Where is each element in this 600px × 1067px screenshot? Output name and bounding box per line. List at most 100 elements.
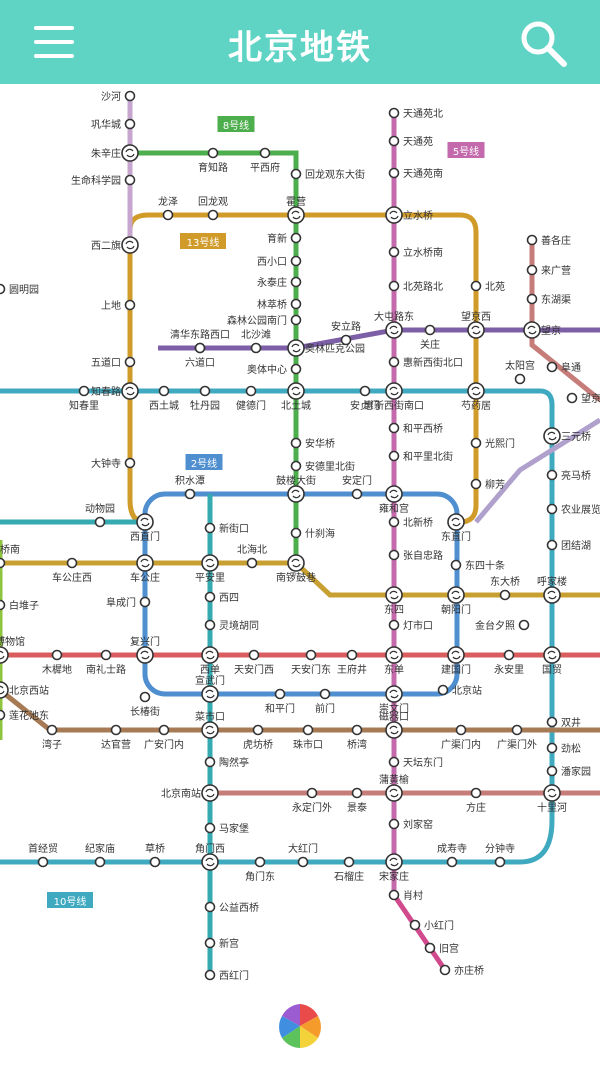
- station-yongdingmenwai[interactable]: 永定门外: [292, 787, 332, 815]
- station-xierqi[interactable]: 西二旗: [91, 236, 139, 254]
- station-shoujingmao[interactable]: 首经贸: [28, 842, 58, 868]
- station-xihongmen[interactable]: 西红门: [204, 969, 250, 982]
- station-yongtaizhuang[interactable]: 永泰庄: [257, 276, 302, 289]
- station-huoying[interactable]: 霍营: [286, 195, 306, 224]
- station-liujiayao[interactable]: 刘家窑: [388, 818, 434, 831]
- station-shilihe[interactable]: 十里河: [537, 784, 567, 814]
- station-jingtai[interactable]: 景泰: [347, 787, 367, 815]
- station-donghuqu[interactable]: 东湖渠: [526, 293, 572, 306]
- station-jishuitan[interactable]: 积水潭: [175, 475, 205, 500]
- station-junshibowuguan[interactable]: 军事博物馆: [0, 635, 25, 664]
- station-zhuxinzhuang[interactable]: 朱辛庄: [91, 144, 139, 162]
- station-mudanyuan[interactable]: 牡丹园: [190, 385, 220, 413]
- station-beiyuan[interactable]: 北苑: [470, 280, 506, 293]
- station-gongyixiqiao[interactable]: 公益西桥: [204, 901, 260, 914]
- station-yuxin[interactable]: 育新: [267, 232, 302, 245]
- station-tiantongyuan[interactable]: 天通苑: [388, 135, 434, 148]
- station-guloudajie[interactable]: 鼓楼大街: [276, 474, 316, 503]
- station-zhushikou[interactable]: 珠市口: [293, 724, 323, 752]
- station-beihaibei[interactable]: 北海北: [237, 543, 267, 569]
- station-jiugong[interactable]: 旧宫: [424, 942, 460, 955]
- station-dongdan[interactable]: 东单: [384, 646, 404, 676]
- station-xiaocun[interactable]: 肖村: [388, 889, 424, 902]
- station-tuanjiehu[interactable]: 团结湖: [546, 539, 592, 552]
- station-huilongguan[interactable]: 回龙观: [198, 195, 228, 221]
- station-liufang[interactable]: 柳芳: [470, 478, 506, 491]
- station-dongsi[interactable]: 东四: [384, 586, 404, 616]
- station-anlilu[interactable]: 安立路: [331, 320, 361, 346]
- station-baiduizi[interactable]: 白堆子: [0, 599, 39, 612]
- station-hepingxiqiao[interactable]: 和平西桥: [388, 422, 444, 435]
- station-guangximen[interactable]: 光熙门: [470, 437, 516, 450]
- station-shahe[interactable]: 沙河: [101, 90, 136, 103]
- station-daguanying[interactable]: 达官营: [101, 724, 131, 752]
- station-jinsong[interactable]: 劲松: [546, 742, 582, 755]
- station-futong[interactable]: 阜通: [546, 361, 582, 374]
- station-chaoyangmen[interactable]: 朝阳门: [441, 586, 471, 616]
- station-yizhuangqiao[interactable]: 亦庄桥: [439, 964, 485, 977]
- station-muxidi[interactable]: 木樨地: [42, 649, 72, 677]
- station-jiaomendong[interactable]: 角门东: [245, 856, 275, 884]
- station-zhichunli[interactable]: 知春里: [69, 385, 99, 413]
- station-andingmen[interactable]: 安定门: [342, 474, 372, 500]
- station-longze[interactable]: 龙泽: [158, 195, 178, 221]
- station-beijingxizhan[interactable]: 北京西站: [0, 681, 49, 699]
- station-caishikou[interactable]: 菜市口: [195, 710, 225, 739]
- station-wanzi[interactable]: 湾子: [42, 724, 62, 752]
- station-wangfujing[interactable]: 王府井: [337, 649, 367, 677]
- station-jintaixizhao[interactable]: 金台夕照: [475, 619, 530, 632]
- station-lishuiqiaonan[interactable]: 立水桥南: [388, 246, 444, 259]
- station-huixinxijienankou[interactable]: 惠新西街南口: [364, 382, 424, 412]
- station-tiantandongmen[interactable]: 天坛东门: [388, 756, 444, 769]
- station-nanluoguxiang[interactable]: 南锣鼓巷: [276, 554, 316, 584]
- station-dongsishitiao[interactable]: 东四十条: [450, 559, 506, 572]
- station-huixinxijiebeikou[interactable]: 惠新西街北口: [388, 356, 464, 369]
- stations[interactable]: 沙河巩华城朱辛庄生命科学园育知路平西府回龙观东大街龙泽回龙观霍营立水桥西二旗育新…: [0, 90, 600, 982]
- station-andelibeijie[interactable]: 安德里北街: [290, 460, 356, 473]
- station-sanyuanqiao[interactable]: 三元桥: [543, 427, 591, 445]
- station-tiananmendong[interactable]: 天安门东: [291, 649, 331, 677]
- station-jijiamiao[interactable]: 纪家庙: [85, 842, 115, 868]
- station-xixiaokou[interactable]: 西小口: [257, 255, 302, 268]
- station-lishuiqiao[interactable]: 立水桥: [385, 206, 433, 224]
- station-qianmen[interactable]: 前门: [315, 688, 335, 716]
- station-liudaokou[interactable]: 六道口: [185, 342, 215, 370]
- station-xuanwumen[interactable]: 宣武门: [195, 674, 225, 703]
- station-zhichunlu[interactable]: 知春路: [91, 382, 139, 400]
- station-nanlishilu[interactable]: 南礼士路: [86, 649, 126, 677]
- station-xisi[interactable]: 西四: [204, 591, 240, 605]
- station-pingxifu[interactable]: 平西府: [250, 147, 280, 175]
- station-dongdaqiao[interactable]: 东大桥: [490, 575, 520, 601]
- station-shaoyaoju[interactable]: 芍药居: [461, 382, 491, 412]
- station-taiyanggong[interactable]: 太阳宫: [505, 359, 535, 385]
- station-pinganli[interactable]: 平安里: [195, 554, 225, 584]
- station-lingjinghutong[interactable]: 灵境胡同: [204, 619, 260, 632]
- station-shichahai[interactable]: 什刹海: [290, 527, 336, 540]
- station-baishiqiaonan[interactable]: 白石桥南: [0, 543, 20, 569]
- station-changchunjie[interactable]: 长椿街: [130, 691, 160, 719]
- station-fenzhongsi[interactable]: 分钟寺: [485, 842, 515, 868]
- station-shuangjing[interactable]: 双井: [546, 716, 582, 729]
- station-shengming[interactable]: 生命科学园: [71, 174, 136, 187]
- station-laiguangying[interactable]: 来广营: [526, 264, 572, 277]
- station-guomao[interactable]: 国贸: [542, 646, 562, 676]
- station-puhuangyu[interactable]: 蒲黄榆: [379, 773, 409, 802]
- station-wangjing[interactable]: 望京: [523, 321, 561, 339]
- station-datunludong[interactable]: 大屯路东: [374, 310, 414, 339]
- search-button[interactable]: [516, 16, 572, 72]
- station-tiananmenxi[interactable]: 天安门西: [234, 649, 274, 677]
- subway-map[interactable]: 8号线5号线13号线2号线10号线 沙河巩华城朱辛庄生命科学园育知路平西府回龙观…: [0, 84, 600, 1067]
- station-senlin[interactable]: 森林公园南门: [227, 314, 302, 327]
- station-beijingzhan[interactable]: 北京站: [437, 684, 483, 697]
- station-xinjiekou[interactable]: 新街口: [204, 522, 250, 535]
- station-wangjingnan[interactable]: 望京: [566, 392, 600, 405]
- station-huilongguandongdajie[interactable]: 回龙观东大街: [290, 168, 366, 181]
- station-gongyacheng[interactable]: 巩华城: [91, 118, 136, 131]
- station-guangqumennei[interactable]: 广渠门内: [441, 724, 481, 752]
- menu-button[interactable]: [32, 22, 76, 62]
- station-lincuiqiao[interactable]: 林萃桥: [257, 298, 302, 311]
- station-beijingnanzhan[interactable]: 北京南站: [161, 784, 219, 802]
- station-dengshikou[interactable]: 灯市口: [388, 619, 434, 632]
- station-beixinqiao[interactable]: 北新桥: [388, 516, 434, 529]
- station-tiantongyuanbei[interactable]: 天通苑北: [388, 107, 444, 120]
